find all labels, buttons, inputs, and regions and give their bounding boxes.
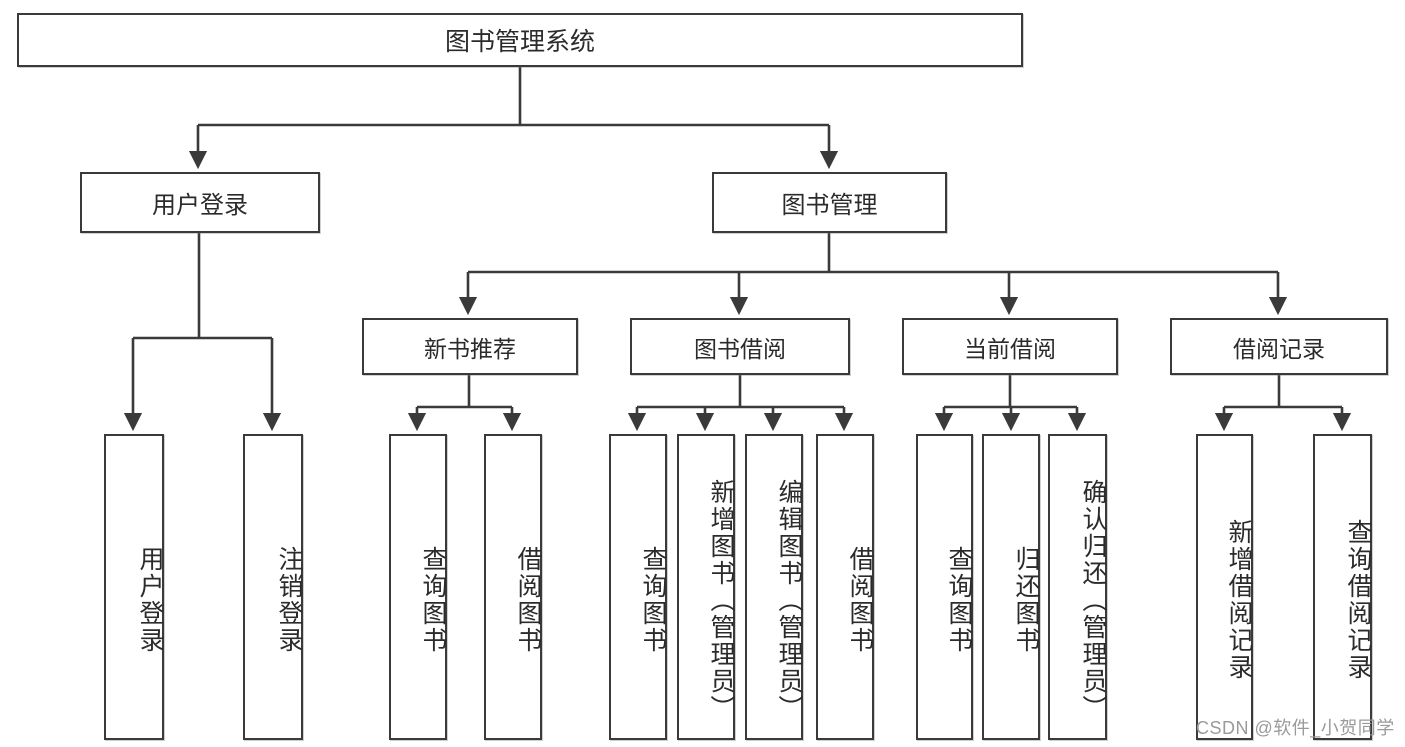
node-book-borrow-label: 图书借阅 [694,335,786,362]
node-root[interactable]: 图书管理系统 [17,13,1023,67]
leaf-confirm-return[interactable]: 确认归还（管理员） [1048,434,1107,740]
node-book-manage-label: 图书管理 [781,192,878,219]
node-new-book-recommend-label: 新书推荐 [424,335,516,362]
node-user-login-label: 用户登录 [152,192,248,219]
leaf-logout[interactable]: 注销登录 [243,434,303,740]
leaf-return-book[interactable]: 归还图书 [982,434,1040,740]
leaf-borrow-book-1-label: 借阅图书 [514,546,542,654]
leaf-add-record[interactable]: 新增借阅记录 [1196,434,1253,740]
leaf-query-book-1[interactable]: 查询图书 [389,434,447,740]
leaf-add-book-label: 新增图书（管理员） [707,478,735,722]
node-current-borrow-label: 当前借阅 [964,335,1056,362]
leaf-return-book-label: 归还图书 [1012,546,1040,654]
node-current-borrow[interactable]: 当前借阅 [902,318,1118,375]
leaf-query-book-2-label: 查询图书 [639,546,667,654]
leaf-edit-book-label: 编辑图书（管理员） [775,478,803,722]
csdn-watermark: CSDN @软件_小贺同学 [1196,718,1395,738]
leaf-borrow-book-2-label: 借阅图书 [846,546,874,654]
leaf-query-book-3-label: 查询图书 [945,546,973,654]
leaf-user-login-label: 用户登录 [136,546,164,654]
leaf-query-record[interactable]: 查询借阅记录 [1313,434,1372,740]
leaf-query-record-label: 查询借阅记录 [1344,519,1372,681]
leaf-confirm-return-label: 确认归还（管理员） [1079,478,1107,722]
leaf-query-book-2[interactable]: 查询图书 [609,434,667,740]
leaf-user-login[interactable]: 用户登录 [104,434,164,740]
node-new-book-recommend[interactable]: 新书推荐 [362,318,578,375]
leaf-logout-label: 注销登录 [275,546,303,654]
node-root-label: 图书管理系统 [444,28,595,56]
node-book-manage[interactable]: 图书管理 [712,172,947,233]
leaf-borrow-book-1[interactable]: 借阅图书 [484,434,542,740]
node-borrow-record-label: 借阅记录 [1233,335,1325,362]
leaf-add-book[interactable]: 新增图书（管理员） [677,434,735,740]
leaf-query-book-1-label: 查询图书 [419,546,447,654]
leaf-borrow-book-2[interactable]: 借阅图书 [816,434,874,740]
node-user-login[interactable]: 用户登录 [80,172,320,233]
node-borrow-record[interactable]: 借阅记录 [1170,318,1388,375]
node-book-borrow[interactable]: 图书借阅 [630,318,850,375]
leaf-add-record-label: 新增借阅记录 [1225,519,1253,681]
leaf-edit-book[interactable]: 编辑图书（管理员） [745,434,803,740]
leaf-query-book-3[interactable]: 查询图书 [916,434,973,740]
